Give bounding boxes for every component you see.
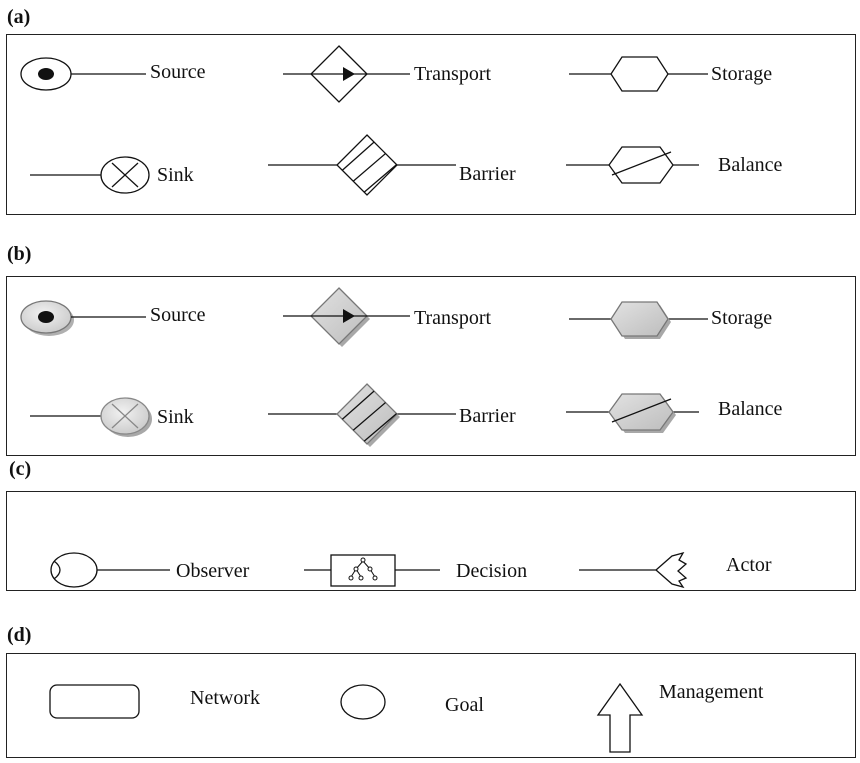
panel-d-frame bbox=[6, 653, 856, 758]
source-icon bbox=[20, 57, 146, 91]
sink-shaded-icon bbox=[30, 397, 152, 437]
label-network: Network bbox=[190, 687, 260, 709]
transport-shaded-icon bbox=[283, 287, 410, 347]
decision-icon bbox=[304, 554, 440, 587]
label-decision: Decision bbox=[456, 560, 528, 582]
label-storage-a: Storage bbox=[711, 63, 773, 85]
panel-c-frame bbox=[6, 491, 856, 591]
panel-label-a: (a) bbox=[7, 6, 31, 28]
label-barrier-a: Barrier bbox=[459, 163, 516, 185]
label-balance-a: Balance bbox=[718, 154, 783, 176]
label-barrier-b: Barrier bbox=[459, 405, 516, 427]
label-source-b: Source bbox=[150, 304, 206, 326]
label-storage-b: Storage bbox=[711, 307, 773, 329]
balance-shaded-icon bbox=[566, 393, 699, 433]
label-sink-b: Sink bbox=[157, 406, 194, 428]
panel-label-c: (c) bbox=[9, 458, 32, 480]
network-icon bbox=[49, 684, 140, 719]
transport-icon bbox=[283, 45, 410, 103]
sink-icon bbox=[30, 156, 150, 194]
label-transport-a: Transport bbox=[414, 63, 492, 85]
panel-label-d: (d) bbox=[7, 624, 32, 646]
source-shaded-icon bbox=[20, 300, 146, 336]
storage-shaded-icon bbox=[569, 301, 708, 339]
storage-icon bbox=[569, 56, 708, 92]
observer-icon bbox=[50, 552, 170, 588]
barrier-shaded-icon bbox=[268, 383, 456, 447]
label-source-a: Source bbox=[150, 61, 206, 83]
label-management: Management bbox=[659, 681, 764, 703]
label-balance-b: Balance bbox=[718, 398, 783, 420]
label-sink-a: Sink bbox=[157, 164, 194, 186]
panel-label-b: (b) bbox=[7, 243, 32, 265]
label-transport-b: Transport bbox=[414, 307, 492, 329]
goal-icon bbox=[340, 684, 386, 720]
barrier-icon bbox=[268, 134, 456, 196]
label-observer: Observer bbox=[176, 560, 250, 582]
panel-a-frame bbox=[6, 34, 856, 215]
label-goal: Goal bbox=[445, 694, 484, 716]
actor-icon bbox=[579, 551, 688, 589]
management-arrow-icon bbox=[596, 682, 644, 753]
label-actor: Actor bbox=[726, 554, 772, 576]
balance-icon bbox=[566, 146, 699, 184]
